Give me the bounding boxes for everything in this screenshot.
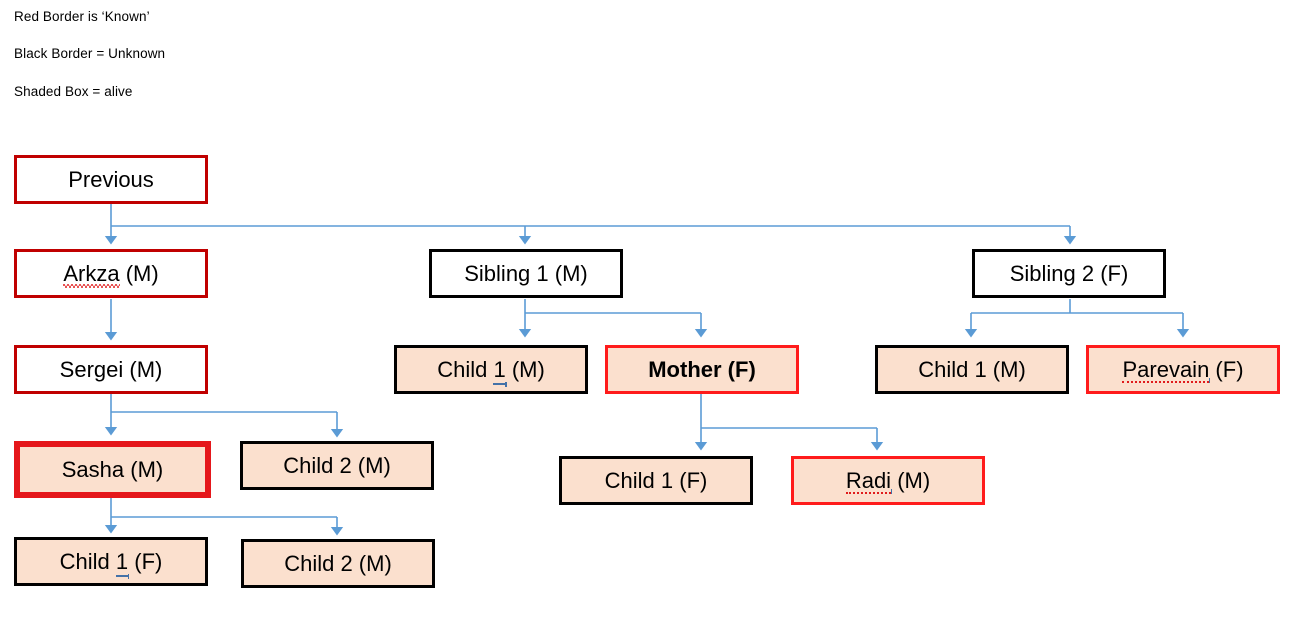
node-sasha-label: Sasha (M) xyxy=(61,456,164,482)
node-mother-label: Mother (F) xyxy=(648,356,756,382)
node-arkza[interactable]: Arkza (M) xyxy=(14,249,208,298)
node-sibling2-child-1[interactable]: Child 1 (M) xyxy=(875,345,1069,394)
spellcheck-underline-parevain: Parevain xyxy=(1122,356,1210,383)
legend-line-red-border: Red Border is ‘Known’ xyxy=(14,9,150,24)
legend-line-black-border: Black Border = Unknown xyxy=(14,46,166,61)
node-parevain[interactable]: Parevain (F) xyxy=(1086,345,1280,394)
label-suffix: (M) xyxy=(891,467,931,493)
node-mother[interactable]: Mother (F) xyxy=(605,345,799,394)
node-mother-child-1-label: Child 1 (F) xyxy=(604,467,708,493)
node-sibling2-child-1-label: Child 1 (M) xyxy=(918,356,1026,382)
label-prefix: Child xyxy=(59,548,116,574)
label-suffix: (M) xyxy=(505,356,545,382)
node-sasha-child-1-label: Child 1 (F) xyxy=(59,548,163,579)
label-prefix: Child xyxy=(437,356,494,382)
node-sasha-child-1[interactable]: Child 1 (F) xyxy=(14,537,208,586)
node-previous-label: Previous xyxy=(68,166,154,192)
node-sergei-child-2-label: Child 2 (M) xyxy=(283,452,391,478)
spellcheck-underline-radi: Radi xyxy=(845,467,892,494)
legend-line-shaded-box: Shaded Box = alive xyxy=(14,84,133,99)
label-suffix: (F) xyxy=(1209,356,1244,382)
node-sibling-1-label: Sibling 1 (M) xyxy=(464,260,588,286)
spellcheck-underline-arkza: Arkza xyxy=(63,260,120,288)
node-sibling1-child-1-label: Child 1 (M) xyxy=(437,356,545,387)
node-sibling-2-label: Sibling 2 (F) xyxy=(1009,260,1129,286)
node-sergei-label: Sergei (M) xyxy=(59,356,163,382)
node-parevain-label: Parevain (F) xyxy=(1122,356,1244,383)
node-sergei[interactable]: Sergei (M) xyxy=(14,345,208,394)
node-arkza-label-suffix: (M) xyxy=(119,260,159,286)
node-sasha[interactable]: Sasha (M) xyxy=(14,441,211,498)
grammar-underline-sasha-child1: 1 xyxy=(115,548,130,579)
node-sasha-child-2[interactable]: Child 2 (M) xyxy=(241,539,435,588)
node-radi-label: Radi (M) xyxy=(845,467,931,494)
node-arkza-label: Arkza (M) xyxy=(63,260,159,288)
node-mother-child-1[interactable]: Child 1 (F) xyxy=(559,456,753,505)
node-sibling-1[interactable]: Sibling 1 (M) xyxy=(429,249,623,298)
node-sergei-child-2[interactable]: Child 2 (M) xyxy=(240,441,434,490)
grammar-underline-s1-child1: 1 xyxy=(493,356,507,387)
node-sibling1-child-1[interactable]: Child 1 (M) xyxy=(394,345,588,394)
label-suffix: (F) xyxy=(128,548,163,574)
node-radi[interactable]: Radi (M) xyxy=(791,456,985,505)
node-sibling-2[interactable]: Sibling 2 (F) xyxy=(972,249,1166,298)
node-previous[interactable]: Previous xyxy=(14,155,208,204)
node-sasha-child-2-label: Child 2 (M) xyxy=(284,550,392,576)
